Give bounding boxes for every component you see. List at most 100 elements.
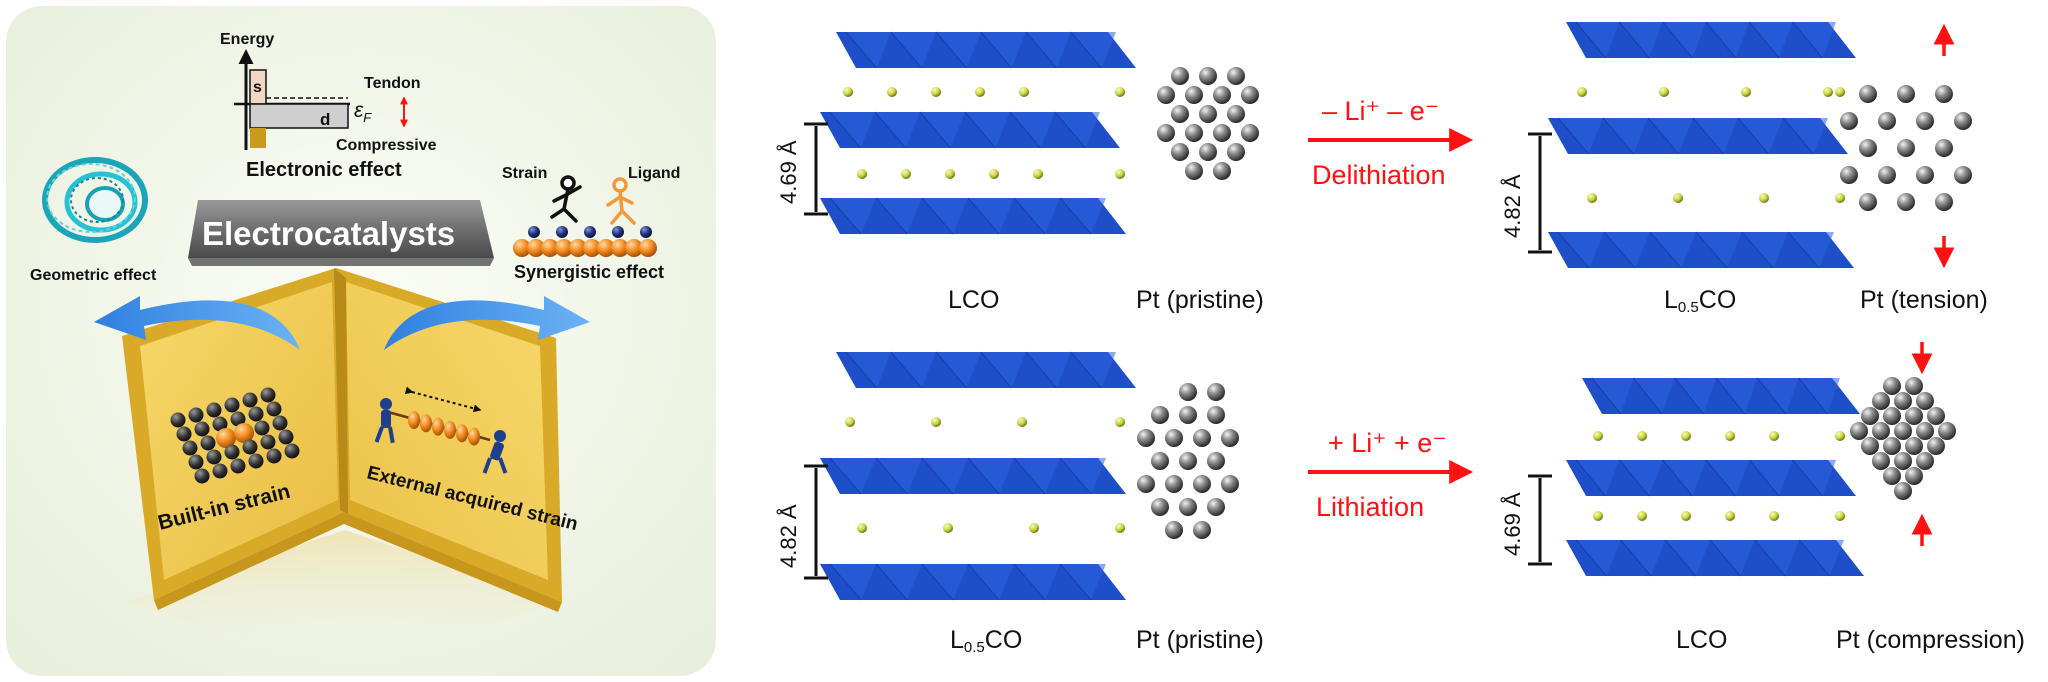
pt-atom <box>1207 406 1225 424</box>
pt-atom <box>1185 86 1203 104</box>
lattice-atom <box>188 454 204 470</box>
octahedral-layer <box>820 111 1120 149</box>
lithium-ion-dots <box>843 87 1845 533</box>
pt-atom <box>1185 162 1203 180</box>
orange-atom <box>597 239 615 257</box>
delithiation-reaction: – Li⁺ – e⁻ <box>1322 96 1439 126</box>
pt-atom <box>1894 482 1912 500</box>
pt-atom <box>1227 143 1245 161</box>
lattice-atom <box>194 421 210 437</box>
li-ion-dot <box>857 169 867 179</box>
li-ion-dot <box>1033 169 1043 179</box>
pt-atom <box>1916 452 1934 470</box>
pt-atom <box>1171 67 1189 85</box>
pt-atom <box>1954 166 1972 184</box>
li-ion-dot <box>943 523 953 533</box>
pt-atom <box>1227 105 1245 123</box>
li-ion-dot <box>1681 431 1691 441</box>
pt-atom <box>1151 498 1169 516</box>
lattice-atom <box>242 392 258 408</box>
pt-atom <box>1897 193 1915 211</box>
li-ion-dot <box>1741 87 1751 97</box>
orange-atom-row <box>513 239 657 257</box>
pt-atom <box>1883 467 1901 485</box>
pt-atom <box>1916 422 1934 440</box>
lattice-atom <box>260 387 276 403</box>
octahedral-layer <box>1566 539 1864 577</box>
pt-atom <box>1151 406 1169 424</box>
spacing-label-pristine-l05co: 4.82 Å <box>776 504 801 568</box>
pt-atom <box>1213 162 1231 180</box>
lattice-atom <box>230 411 246 427</box>
pt-atom <box>1207 452 1225 470</box>
ligand-figure-icon <box>606 177 636 225</box>
pt-atom <box>1193 429 1211 447</box>
d-band-lower-bar <box>250 128 266 148</box>
pt-atom <box>1927 407 1945 425</box>
rope-bead <box>408 411 420 429</box>
nanotube-cage-icon <box>42 157 148 243</box>
orange-atom <box>555 239 573 257</box>
lattice-atom <box>266 448 282 464</box>
pt-atom <box>1171 105 1189 123</box>
pt-atom <box>1221 429 1239 447</box>
lattice-atom <box>188 407 204 423</box>
pt-atom <box>1165 475 1183 493</box>
pt-atom <box>1916 112 1934 130</box>
li-ion-dot <box>1769 431 1779 441</box>
li-ion-dot <box>1637 511 1647 521</box>
d-band-label: d <box>320 110 330 129</box>
lattice-atom <box>182 440 198 456</box>
spacing-bar-compression: 4.69 Å <box>1500 474 1552 566</box>
delithiation-arrow-group: – Li⁺ – e⁻ Delithiation <box>1308 96 1474 190</box>
lattice-atom <box>224 397 240 413</box>
lattice-atom <box>206 402 222 418</box>
li-ion-dot <box>901 169 911 179</box>
orange-atom <box>611 239 629 257</box>
lattice-atom <box>212 463 228 479</box>
octahedral-layer <box>836 31 1136 69</box>
blue-octahedral-layers <box>820 21 1864 601</box>
li-ion-dot <box>1019 87 1029 97</box>
pt-atom <box>1916 166 1934 184</box>
pt-atom <box>1859 193 1877 211</box>
navy-atom-row <box>528 226 652 238</box>
li-ion-dot <box>931 87 941 97</box>
pt-atom <box>1171 143 1189 161</box>
octahedral-layer <box>836 351 1136 389</box>
li-ion-dot <box>1835 193 1845 203</box>
rope-bead <box>468 427 480 446</box>
label-pt-pristine-bottom: Pt (pristine) <box>1136 626 1264 654</box>
lattice-atom <box>248 453 264 469</box>
strain-center-atom <box>234 423 254 443</box>
octahedral-layer <box>820 197 1126 235</box>
pt-atom <box>1227 67 1245 85</box>
pt-atom <box>1850 422 1868 440</box>
orange-atom <box>513 239 531 257</box>
pt-atom <box>1935 85 1953 103</box>
blue-arrow-left <box>94 296 300 350</box>
banner-shadow <box>188 258 494 266</box>
spacing-bar-pristine-lco: 4.69 Å <box>776 122 828 216</box>
energy-band-diagram: Energy s d εF Tendon Compressive Electro… <box>220 31 437 181</box>
open-book: Built-in strain External a <box>122 268 580 672</box>
strain-label: Strain <box>502 165 547 182</box>
pt-atom <box>1221 475 1239 493</box>
pt-atom <box>1179 383 1197 401</box>
lattice-atom <box>248 406 264 422</box>
spacing-label-compression: 4.69 Å <box>1500 492 1525 556</box>
book-spine <box>334 268 348 514</box>
li-ion-dot <box>1769 511 1779 521</box>
lattice-atom <box>242 439 258 455</box>
electronic-effect-label: Electronic effect <box>246 159 402 181</box>
lattice-atom <box>254 420 270 436</box>
pt-atom <box>1207 383 1225 401</box>
lattice-atom <box>206 449 222 465</box>
li-ion-dot <box>1017 417 1027 427</box>
pt-atom <box>1241 124 1259 142</box>
li-ion-dot <box>1823 87 1833 97</box>
label-pt-compression: Pt (compression) <box>1836 626 2025 654</box>
orange-atom <box>639 239 657 257</box>
pt-atom <box>1938 422 1956 440</box>
navy-atom <box>528 226 540 238</box>
